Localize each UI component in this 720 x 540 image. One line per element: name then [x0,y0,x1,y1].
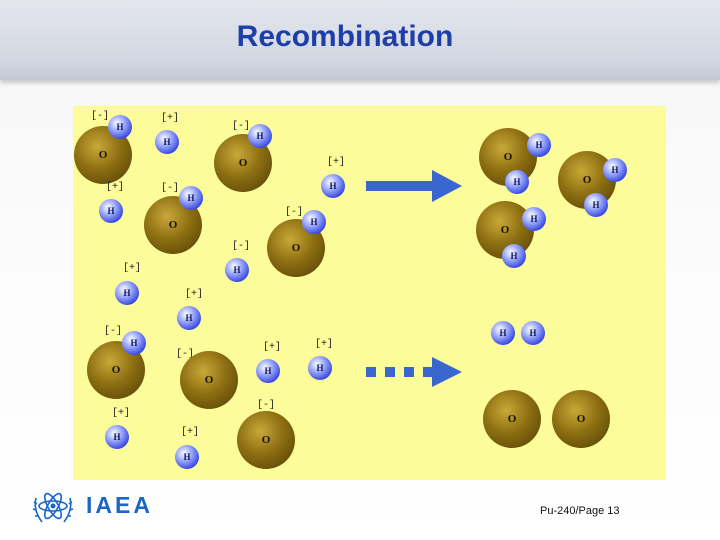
negative-charge-label: [-] [232,121,251,132]
hydrogen-atom: H [177,306,201,330]
oxygen-atom: O [483,390,541,448]
hydrogen-atom: H [108,115,132,139]
hydrogen-atom: H [256,359,280,383]
negative-charge-label: [-] [104,326,123,337]
oxygen-atom: O [552,390,610,448]
positive-charge-label: [+] [123,263,142,274]
hydrogen-atom: H [491,321,515,345]
hydrogen-atom: H [522,207,546,231]
oxygen-atom: O [237,411,295,469]
positive-charge-label: [+] [161,113,180,124]
positive-charge-label: [+] [315,339,334,350]
iaea-logo-text: IAEA [86,492,153,518]
hydrogen-atom: H [502,244,526,268]
hydrogen-atom: H [99,199,123,223]
positive-charge-label: [+] [181,427,200,438]
negative-charge-label: [-] [161,183,180,194]
hydrogen-atom: H [603,158,627,182]
hydrogen-atom: H [308,356,332,380]
hydrogen-atom: H [584,193,608,217]
hydrogen-atom: H [105,425,129,449]
hydrogen-atom: H [122,331,146,355]
hydrogen-atom: H [321,174,345,198]
hydrogen-atom: H [521,321,545,345]
hydrogen-atom: H [505,170,529,194]
hydrogen-atom: H [115,281,139,305]
iaea-emblem-icon [32,492,74,523]
oxygen-atom: O [180,351,238,409]
positive-charge-label: [+] [112,408,131,419]
negative-charge-label: [-] [91,111,110,122]
negative-charge-label: [-] [232,241,251,252]
hydrogen-atom: H [155,130,179,154]
hydrogen-atom: H [175,445,199,469]
hydrogen-atom: H [248,124,272,148]
negative-charge-label: [-] [285,207,304,218]
positive-charge-label: [+] [106,182,125,193]
title-bar: Recombination [0,0,720,80]
hydrogen-atom: H [527,133,551,157]
positive-charge-label: [+] [327,157,346,168]
positive-charge-label: [+] [185,289,204,300]
negative-charge-label: [-] [176,349,195,360]
hydrogen-atom: H [179,186,203,210]
hydrogen-atom: H [302,210,326,234]
positive-charge-label: [+] [263,342,282,353]
slide-title: Recombination [236,20,454,53]
hydrogen-atom: H [225,258,249,282]
negative-charge-label: [-] [257,400,276,411]
solid-arrow [366,170,462,202]
page-number: Pu-240/Page 13 [540,505,620,517]
dashed-arrow [366,357,462,387]
